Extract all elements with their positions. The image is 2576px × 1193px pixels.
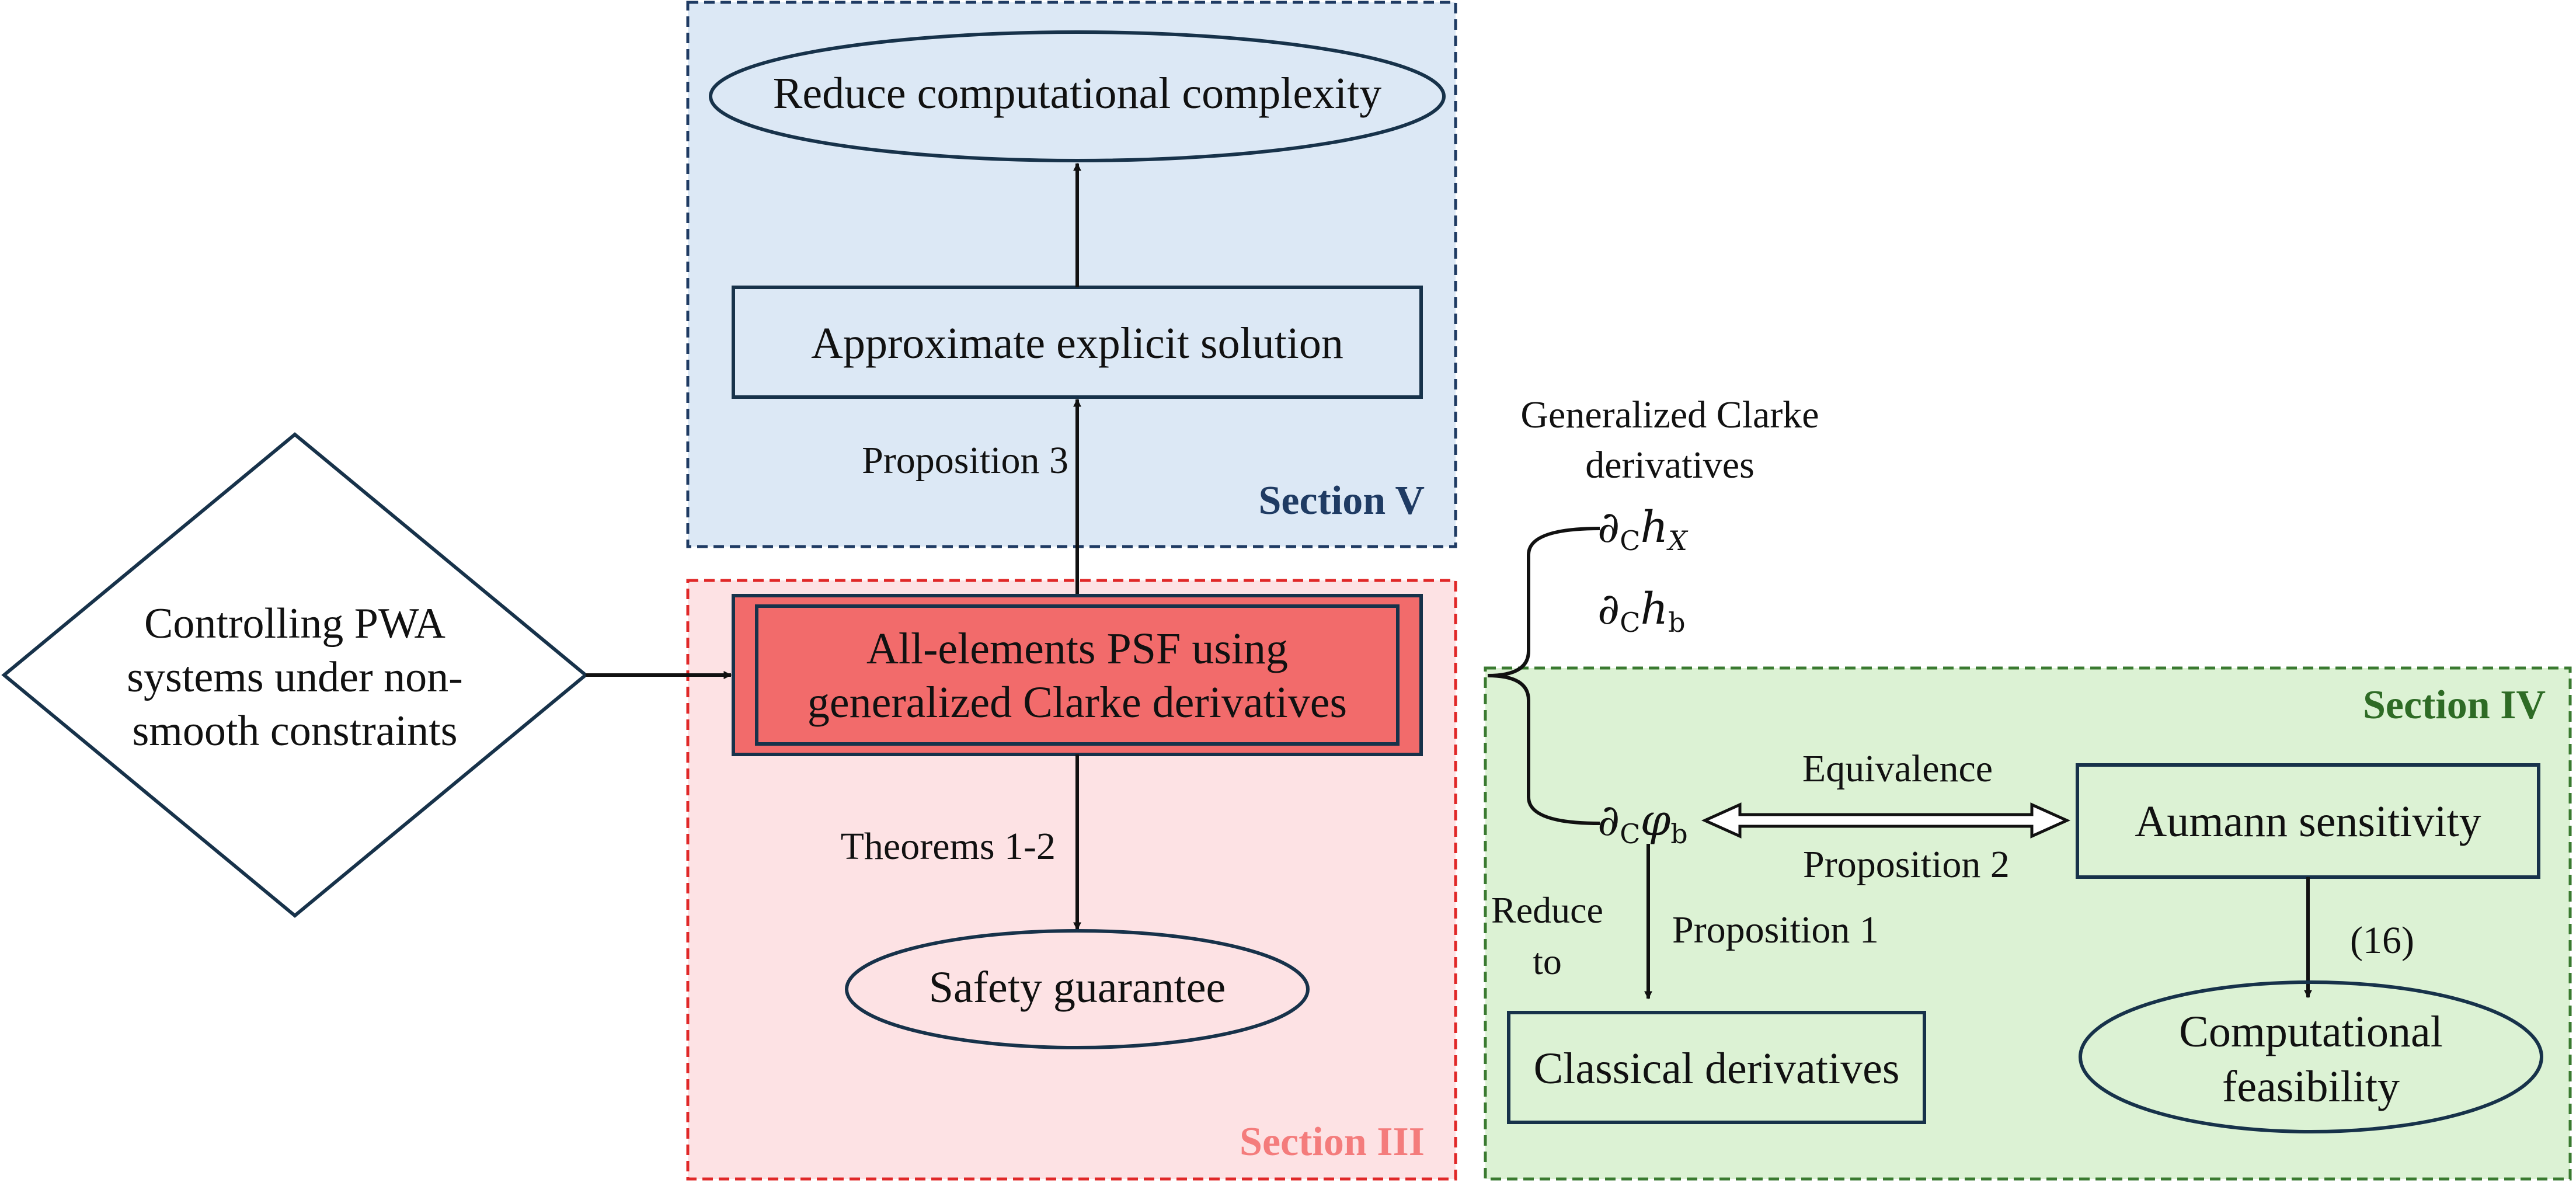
eq-16-label: (16): [2350, 919, 2414, 962]
partial-h-x: ∂ChX: [1597, 502, 1689, 556]
safety-guarantee-label: Safety guarantee: [929, 963, 1226, 1012]
partial-phi-b: ∂Cφb: [1597, 795, 1688, 850]
clarke-title-line-2: derivatives: [1585, 444, 1755, 486]
reduce-complexity-ellipse: [709, 30, 1446, 162]
proposition-1-label: Proposition 1: [1672, 909, 1879, 951]
start-diamond: [1, 432, 589, 918]
section-iv-panel: [1484, 666, 2572, 1181]
psf-box-line-2: generalized Clarke derivatives: [807, 678, 1347, 727]
start-line-1: Controlling PWA: [144, 600, 445, 648]
proposition-2-label: Proposition 2: [1803, 843, 2010, 886]
section-v-panel: [686, 1, 1457, 548]
classical-box: [1507, 1011, 1926, 1124]
clarke-title-line-1: Generalized Clarke: [1520, 394, 1819, 436]
equivalence-double-arrow: [1701, 802, 2071, 839]
psf-box-inner: [755, 604, 1400, 746]
safety-guarantee-ellipse: [845, 929, 1310, 1049]
svg-text:∂ChX: ∂ChX: [1597, 502, 1689, 556]
proposition-3-label: Proposition 3: [862, 439, 1068, 482]
feasibility-line-2: feasibility: [2222, 1062, 2400, 1111]
classical-label: Classical derivatives: [1534, 1044, 1900, 1093]
psf-box-outer: [732, 594, 1423, 756]
section-v-label: Section V: [1258, 478, 1425, 523]
reduce-to-line-2: to: [1533, 941, 1562, 982]
partial-h-b: ∂Chb: [1597, 584, 1686, 638]
section-iv-label: Section IV: [2363, 683, 2546, 728]
aumann-label: Aumann sensitivity: [2135, 797, 2481, 846]
svg-text:∂Chb: ∂Chb: [1597, 584, 1686, 638]
start-line-3: smooth constraints: [132, 707, 457, 755]
svg-text:∂Cφb: ∂Cφb: [1597, 795, 1688, 850]
start-line-2: systems under non-: [127, 653, 463, 701]
reduce-to-line-1: Reduce: [1491, 889, 1603, 931]
feasibility-line-1: Computational: [2179, 1007, 2443, 1056]
psf-box-line-1: All-elements PSF using: [866, 624, 1288, 673]
approx-solution-label: Approximate explicit solution: [811, 319, 1343, 368]
feasibility-ellipse: [2079, 980, 2543, 1133]
clarke-brace: [1487, 527, 1600, 825]
equivalence-label: Equivalence: [1802, 747, 1993, 790]
theorems-label: Theorems 1-2: [841, 825, 1056, 868]
section-iii-label: Section III: [1240, 1119, 1425, 1164]
reduce-complexity-label: Reduce computational complexity: [773, 69, 1382, 118]
